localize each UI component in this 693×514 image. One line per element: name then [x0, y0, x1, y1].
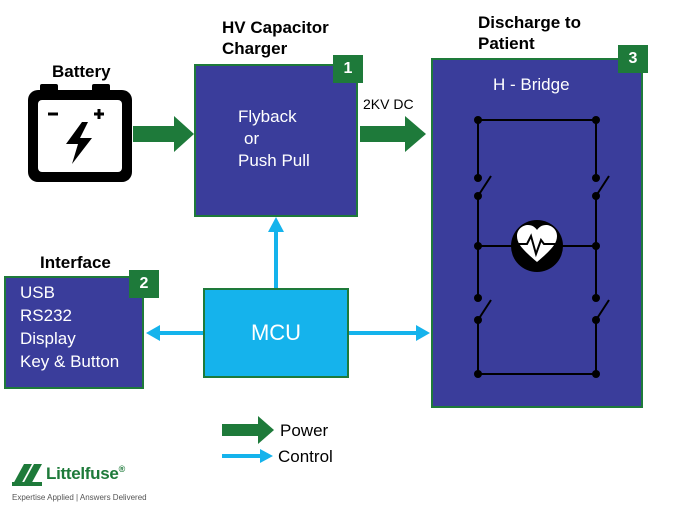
heart-icon: [511, 220, 563, 272]
h-bridge-label: H - Bridge: [493, 75, 570, 94]
power-arrow-battery: [133, 116, 194, 152]
interface-block: USB RS232 Display Key & Button: [4, 276, 144, 389]
interface-item-rs232: RS232: [20, 306, 72, 325]
logo-name: Littelfuse: [46, 464, 119, 483]
mcu-block: MCU: [203, 288, 349, 378]
legend-control-label: Control: [278, 447, 333, 466]
interface-item-display: Display: [20, 329, 76, 348]
charger-line-1: Flyback: [238, 107, 297, 126]
charger-title: HV Capacitor Charger: [222, 18, 329, 58]
control-arrow-interface: [146, 325, 205, 341]
discharge-badge: 3: [618, 45, 648, 73]
power-arrow-charger: [360, 116, 426, 152]
charger-line-2: or: [244, 129, 260, 148]
littelfuse-logo: Littelfuse®: [46, 464, 125, 484]
control-arrow-charger: [268, 217, 284, 288]
logo-tagline: Expertise Applied | Answers Delivered: [12, 493, 147, 502]
logo-trademark: ®: [118, 464, 126, 474]
discharge-title: Discharge to Patient: [478, 13, 581, 53]
legend-power-label: Power: [280, 421, 329, 440]
charger-badge: 1: [333, 55, 363, 83]
battery-icon: [28, 84, 132, 182]
charger-block: Flyback or Push Pull: [194, 64, 358, 217]
voltage-label: 2KV DC: [363, 96, 414, 112]
h-bridge-block: H - Bridge: [431, 58, 643, 408]
interface-title: Interface: [40, 253, 111, 272]
control-arrow-bridge: [349, 325, 430, 341]
mcu-label: MCU: [250, 320, 302, 345]
battery-title: Battery: [52, 62, 111, 81]
interface-item-keys: Key & Button: [20, 352, 120, 371]
legend-control-arrow: [222, 449, 273, 463]
interface-badge: 2: [129, 270, 159, 298]
h-bridge-circuit: [474, 116, 610, 378]
legend-power-arrow: [222, 416, 274, 444]
littelfuse-logo-icon: [12, 464, 42, 486]
interface-item-usb: USB: [20, 283, 55, 302]
charger-line-3: Push Pull: [238, 151, 310, 170]
